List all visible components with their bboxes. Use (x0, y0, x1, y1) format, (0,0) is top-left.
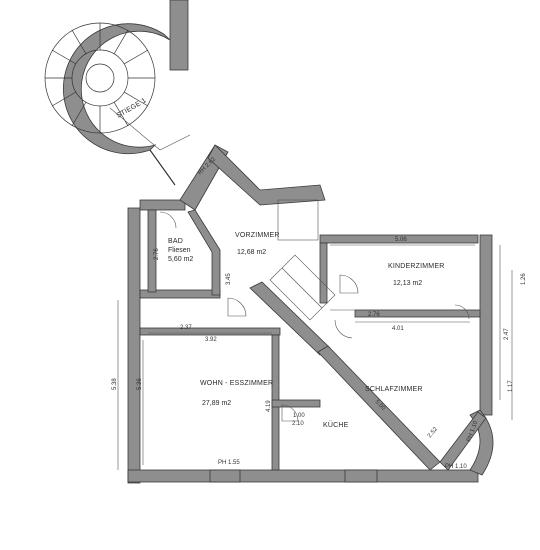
dim-538: 5.38 (112, 378, 118, 390)
room-kinderzimmer-name: KINDERZIMMER (388, 263, 444, 270)
room-kueche-name: KÜCHE (323, 421, 349, 429)
hallway-shaft (269, 199, 336, 321)
room-vorzimmer-area: 12,68 m2 (237, 249, 266, 256)
dim-276-kinder: 2.76 (368, 312, 380, 318)
annotation-ph-schlaf: PH 1.10 (445, 464, 467, 470)
room-wohn-area: 27,89 m2 (202, 400, 231, 407)
dim-237: 2.37 (180, 325, 192, 331)
room-kinderzimmer-area: 12,13 m2 (393, 280, 422, 287)
dim-276-bad: 2.76 (154, 248, 160, 260)
dim-100: 1.00 (293, 413, 305, 419)
dimension-lines (117, 244, 513, 470)
dim-506: 5.06 (395, 237, 407, 243)
dim-401: 4.01 (392, 326, 404, 332)
dim-419: 4.19 (266, 400, 272, 412)
dim-126: 1.26 (521, 273, 527, 285)
room-bad-name: BAD (168, 238, 183, 245)
dim-247: 2.47 (504, 328, 510, 340)
room-vorzimmer-name: VORZIMMER (235, 232, 280, 239)
dim-392: 3.92 (205, 337, 217, 343)
spiral-staircase (44, 0, 191, 186)
dim-345: 3.45 (226, 273, 232, 285)
dim-117: 1.17 (508, 380, 514, 392)
outer-walls (127, 144, 494, 484)
room-wohn-name: WOHN - ESSZIMMER (200, 380, 273, 387)
room-bad-area: 5,60 m2 (168, 256, 193, 263)
annotation-ph-wohn: PH 1.55 (218, 460, 240, 466)
room-bad-sub: Fliesen (168, 247, 191, 254)
door-swings (159, 211, 470, 422)
room-schlafzimmer-name: SCHLAFZIMMER (365, 386, 423, 393)
dim-210: 2.10 (292, 421, 304, 427)
interior-walls (139, 209, 487, 471)
dim-536: 5.36 (137, 378, 143, 390)
